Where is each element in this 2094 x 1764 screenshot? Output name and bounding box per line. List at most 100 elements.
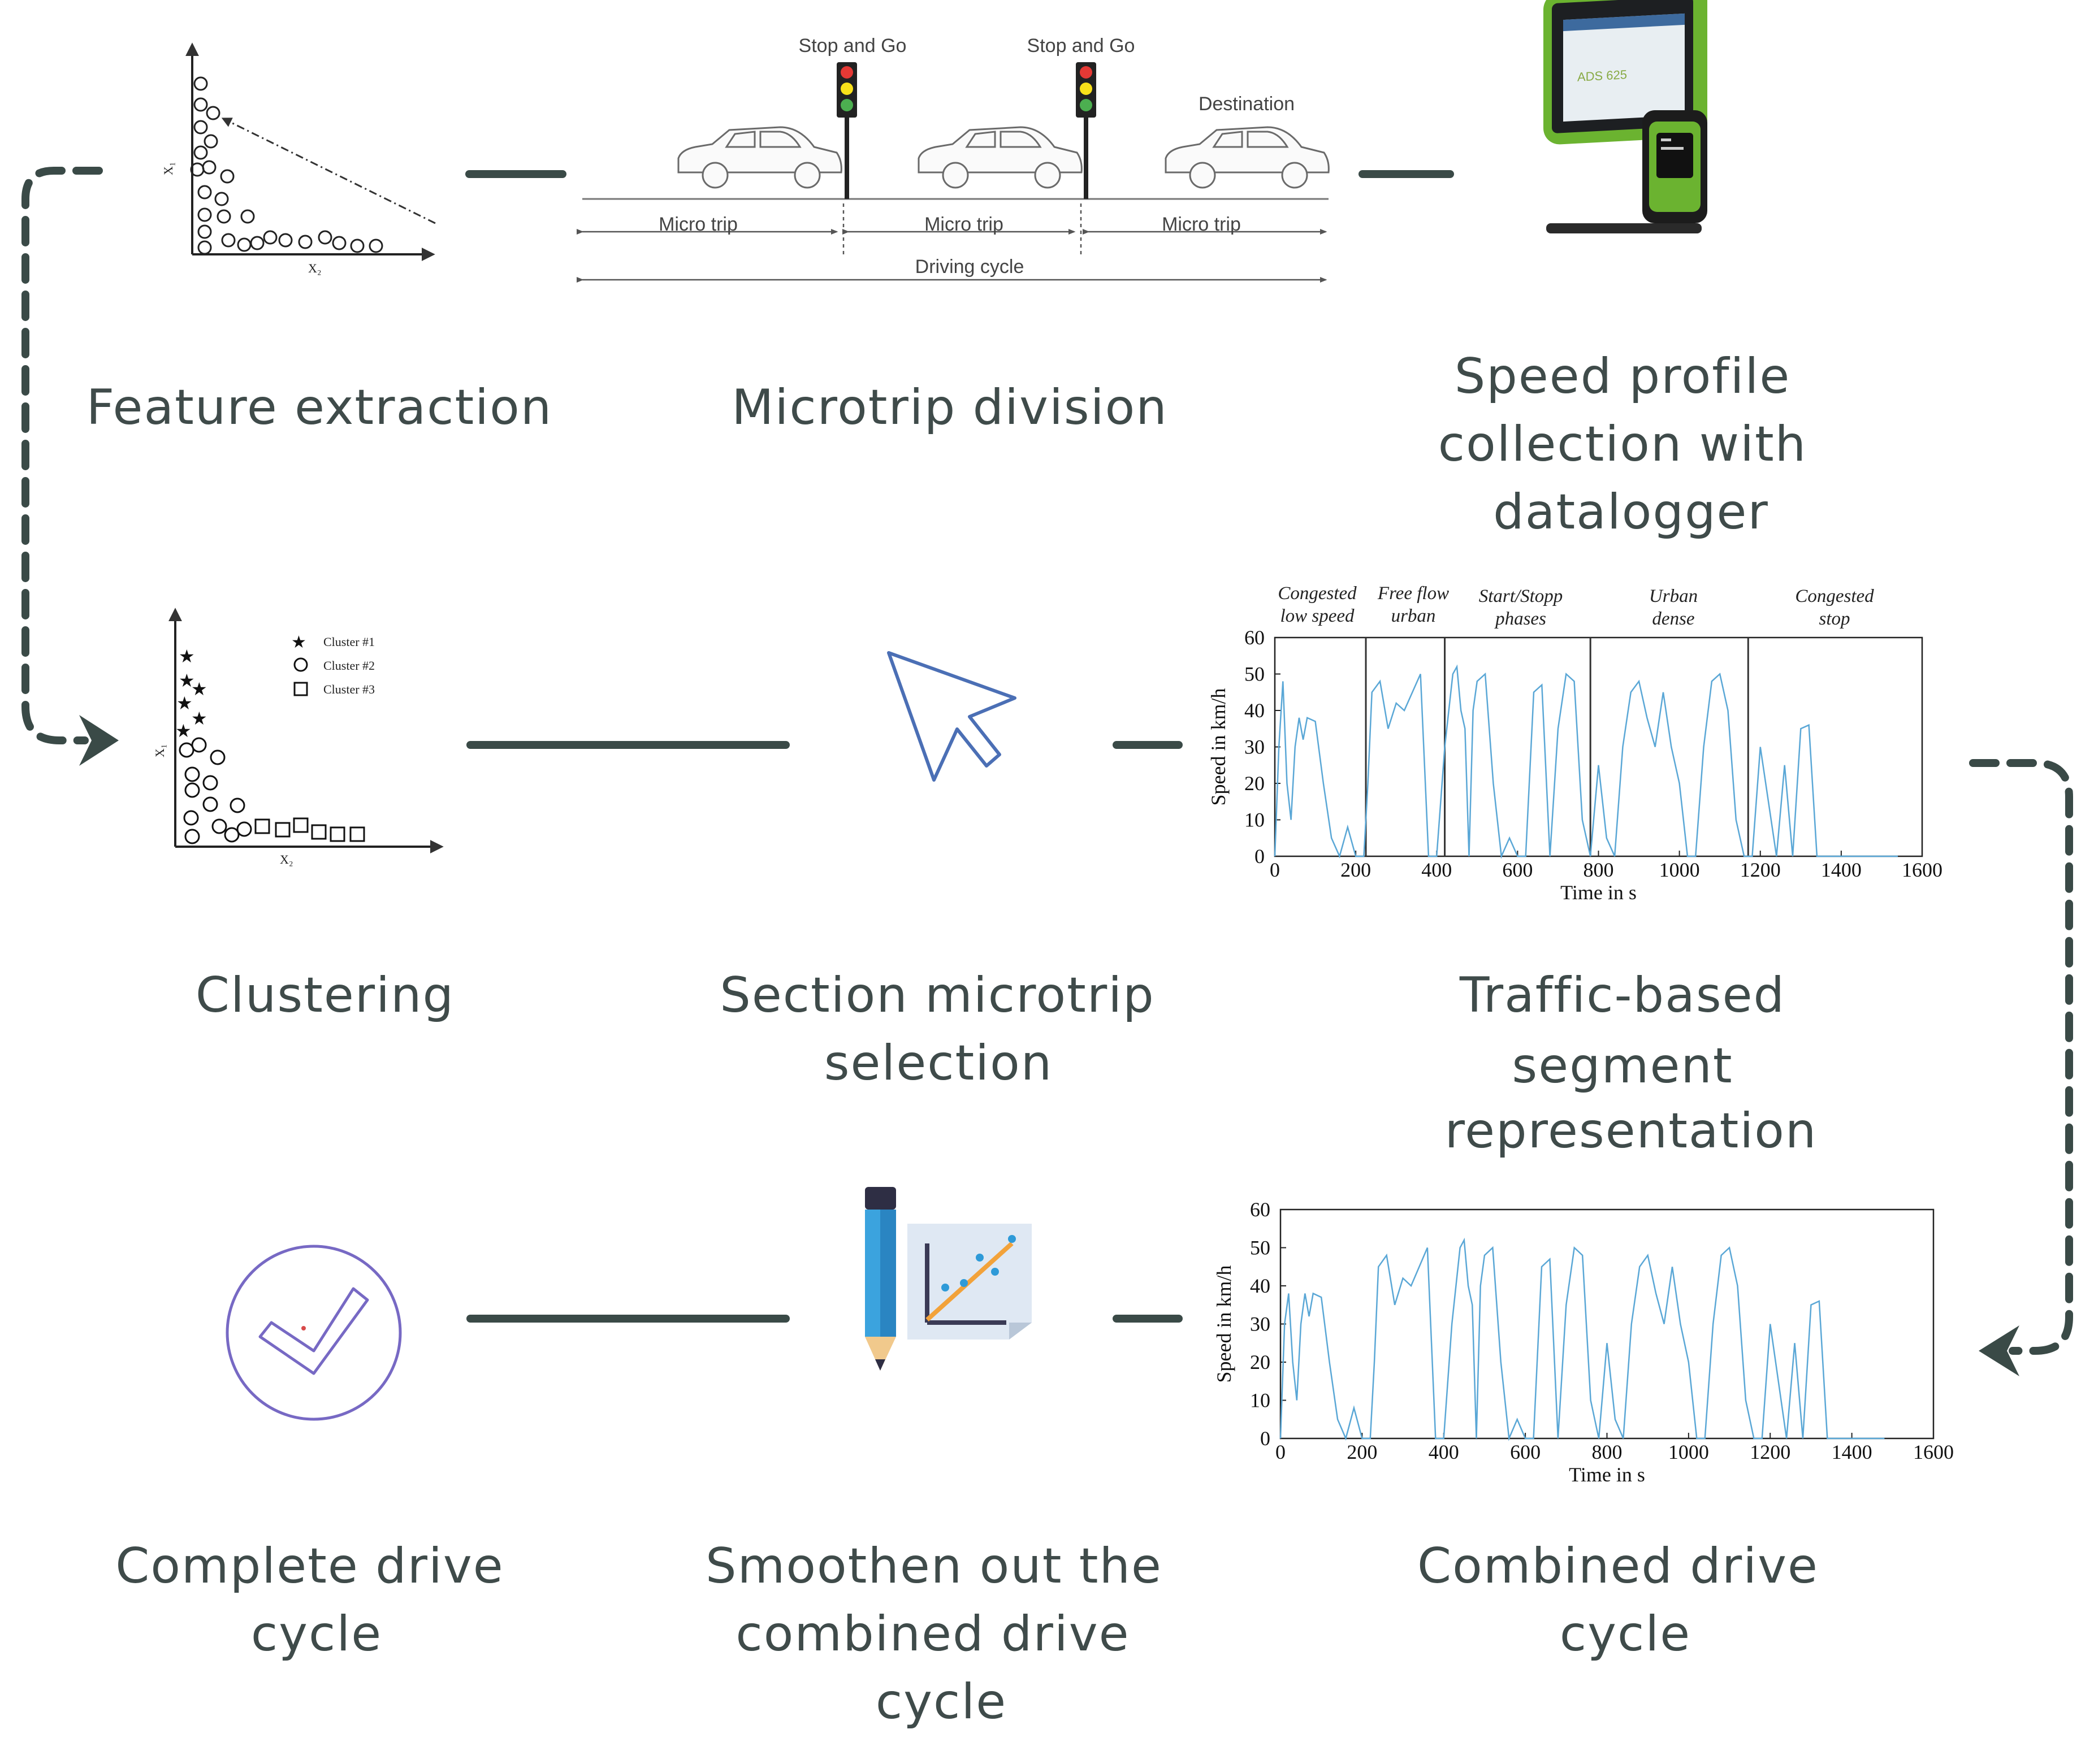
svg-text:★: ★ <box>291 632 306 652</box>
speed-series-line <box>1274 664 1898 859</box>
trip-label-2: Micro trip <box>924 214 1003 235</box>
y-tick-label: 60 <box>1250 1198 1270 1221</box>
loop-arrow-right <box>1969 759 2073 1376</box>
car-icon <box>677 126 842 189</box>
y-axis-label: Speed in km/h <box>1213 1265 1235 1383</box>
y-tick-label: 50 <box>1250 1237 1270 1259</box>
caption-traffic-segment-3: representation <box>1445 1103 1818 1159</box>
y-tick-label: 20 <box>1250 1351 1270 1373</box>
caption-combined-cycle-2: cycle <box>1560 1606 1691 1662</box>
caption-speed-profile-3: datalogger <box>1493 484 1769 540</box>
scatter-x-label: X₂ <box>308 261 322 275</box>
plot-frame <box>1279 1208 1935 1440</box>
caption-speed-profile-1: Speed profile <box>1455 348 1791 405</box>
caption-speed-profile-2: collection with <box>1438 416 1807 473</box>
car-icon <box>1165 126 1330 189</box>
cluster-scatter: X₁ X₂ ★ Cluster #1 Cluster #2 Cluster #3… <box>153 608 444 866</box>
car-icon <box>918 126 1083 189</box>
y-tick-label: 50 <box>1244 663 1265 686</box>
cluster-legend-1: Cluster #1 <box>323 635 375 649</box>
caption-traffic-segment-2: segment <box>1512 1038 1733 1094</box>
y-tick-label: 0 <box>1254 845 1265 868</box>
stop-go-label-2: Stop and Go <box>1027 35 1135 57</box>
caption-traffic-segment-1: Traffic-based <box>1459 967 1785 1024</box>
phase-label-5a: Congested <box>1795 586 1874 606</box>
svg-text:★: ★ <box>191 678 207 700</box>
caption-section-selection-1: Section microtrip <box>720 967 1154 1024</box>
caption-smoothen-1: Smoothen out the <box>706 1538 1162 1594</box>
phase-label-2a: Free flow <box>1377 583 1449 604</box>
checkmark-icon <box>226 1245 402 1421</box>
phase-label-5b: stop <box>1819 609 1850 629</box>
y-tick-label: 10 <box>1244 809 1265 831</box>
x-tick-label: 200 <box>1347 1441 1377 1463</box>
feature-scatter: X₁ X₂ <box>161 42 436 275</box>
traffic-light-icon <box>837 62 857 199</box>
x-tick-label: 1400 <box>1821 859 1862 881</box>
x-tick-label: 0 <box>1275 1441 1286 1463</box>
phase-labels: Congested low speed Free flow urban Star… <box>1278 583 1874 629</box>
y-tick-label: 40 <box>1244 699 1265 722</box>
trip-label-3: Micro trip <box>1162 214 1241 235</box>
y-tick-label: 0 <box>1260 1427 1270 1450</box>
x-tick-label: 1600 <box>1902 859 1942 881</box>
caption-combined-cycle-1: Combined drive <box>1417 1538 1819 1594</box>
trip-label-1: Micro trip <box>659 214 738 235</box>
x-axis-label: Time in s <box>1560 881 1637 904</box>
speed-series-line <box>1279 1237 1885 1441</box>
svg-text:★: ★ <box>179 670 195 691</box>
svg-text:★: ★ <box>191 708 207 729</box>
x-tick-label: 1200 <box>1750 1441 1790 1463</box>
x-tick-label: 400 <box>1429 1441 1459 1463</box>
y-tick-label: 60 <box>1244 626 1265 649</box>
y-tick-label: 30 <box>1250 1313 1270 1336</box>
x-tick-label: 800 <box>1592 1441 1623 1463</box>
svg-text:★: ★ <box>179 645 195 667</box>
phase-label-3a: Start/Stopp <box>1479 586 1563 606</box>
x-tick-label: 1000 <box>1659 859 1700 881</box>
cluster-legend-2: Cluster #2 <box>323 658 375 673</box>
loop-arrow-left <box>21 167 119 766</box>
x-tick-label: 1600 <box>1913 1441 1954 1463</box>
phase-label-3b: phases <box>1494 609 1546 629</box>
y-tick-label: 20 <box>1244 772 1265 795</box>
x-tick-label: 200 <box>1340 859 1371 881</box>
y-tick-label: 10 <box>1250 1389 1270 1412</box>
svg-text:★: ★ <box>176 692 193 714</box>
caption-feature-extraction: Feature extraction <box>86 379 552 436</box>
driving-cycle-label: Driving cycle <box>915 256 1024 278</box>
x-tick-label: 800 <box>1584 859 1614 881</box>
cluster-x-label: X₂ <box>280 852 293 866</box>
cluster-y-label: X₁ <box>153 744 167 757</box>
x-tick-label: 0 <box>1270 859 1280 881</box>
phase-label-1a: Congested <box>1278 583 1357 604</box>
pencil-chart-icon <box>865 1187 1032 1371</box>
cluster-legend: ★ Cluster #1 Cluster #2 Cluster #3 <box>291 632 375 696</box>
traffic-light-icon <box>1076 62 1096 199</box>
caption-complete-cycle-1: Complete drive <box>115 1538 504 1594</box>
caption-section-selection-2: selection <box>824 1035 1053 1091</box>
caption-complete-cycle-2: cycle <box>251 1606 382 1662</box>
y-axis-label: Speed in km/h <box>1207 688 1230 806</box>
x-tick-label: 600 <box>1502 859 1533 881</box>
phase-label-1b: low speed <box>1280 606 1355 626</box>
x-tick-label: 1400 <box>1832 1441 1872 1463</box>
y-tick-label: 30 <box>1244 736 1265 759</box>
plot-frame <box>1274 636 1923 857</box>
caption-smoothen-3: cycle <box>876 1674 1007 1730</box>
x-tick-label: 600 <box>1510 1441 1541 1463</box>
phase-label-2b: urban <box>1391 606 1436 626</box>
y-tick-label: 40 <box>1250 1275 1270 1297</box>
datalogger-icon: ADS 625 <box>1543 0 1707 233</box>
phase-label-4a: Urban <box>1649 586 1698 606</box>
x-tick-label: 400 <box>1421 859 1452 881</box>
microtrip-diagram: Stop and Go Stop and Go Destination <box>577 35 1330 283</box>
caption-microtrip-division: Microtrip division <box>732 379 1167 436</box>
cursor-icon <box>887 651 1016 782</box>
caption-smoothen-2: combined drive <box>736 1606 1130 1662</box>
scatter-y-label: X₁ <box>161 162 175 175</box>
caption-clustering: Clustering <box>196 967 455 1024</box>
x-axis-label: Time in s <box>1569 1463 1645 1486</box>
destination-label: Destination <box>1199 93 1295 115</box>
